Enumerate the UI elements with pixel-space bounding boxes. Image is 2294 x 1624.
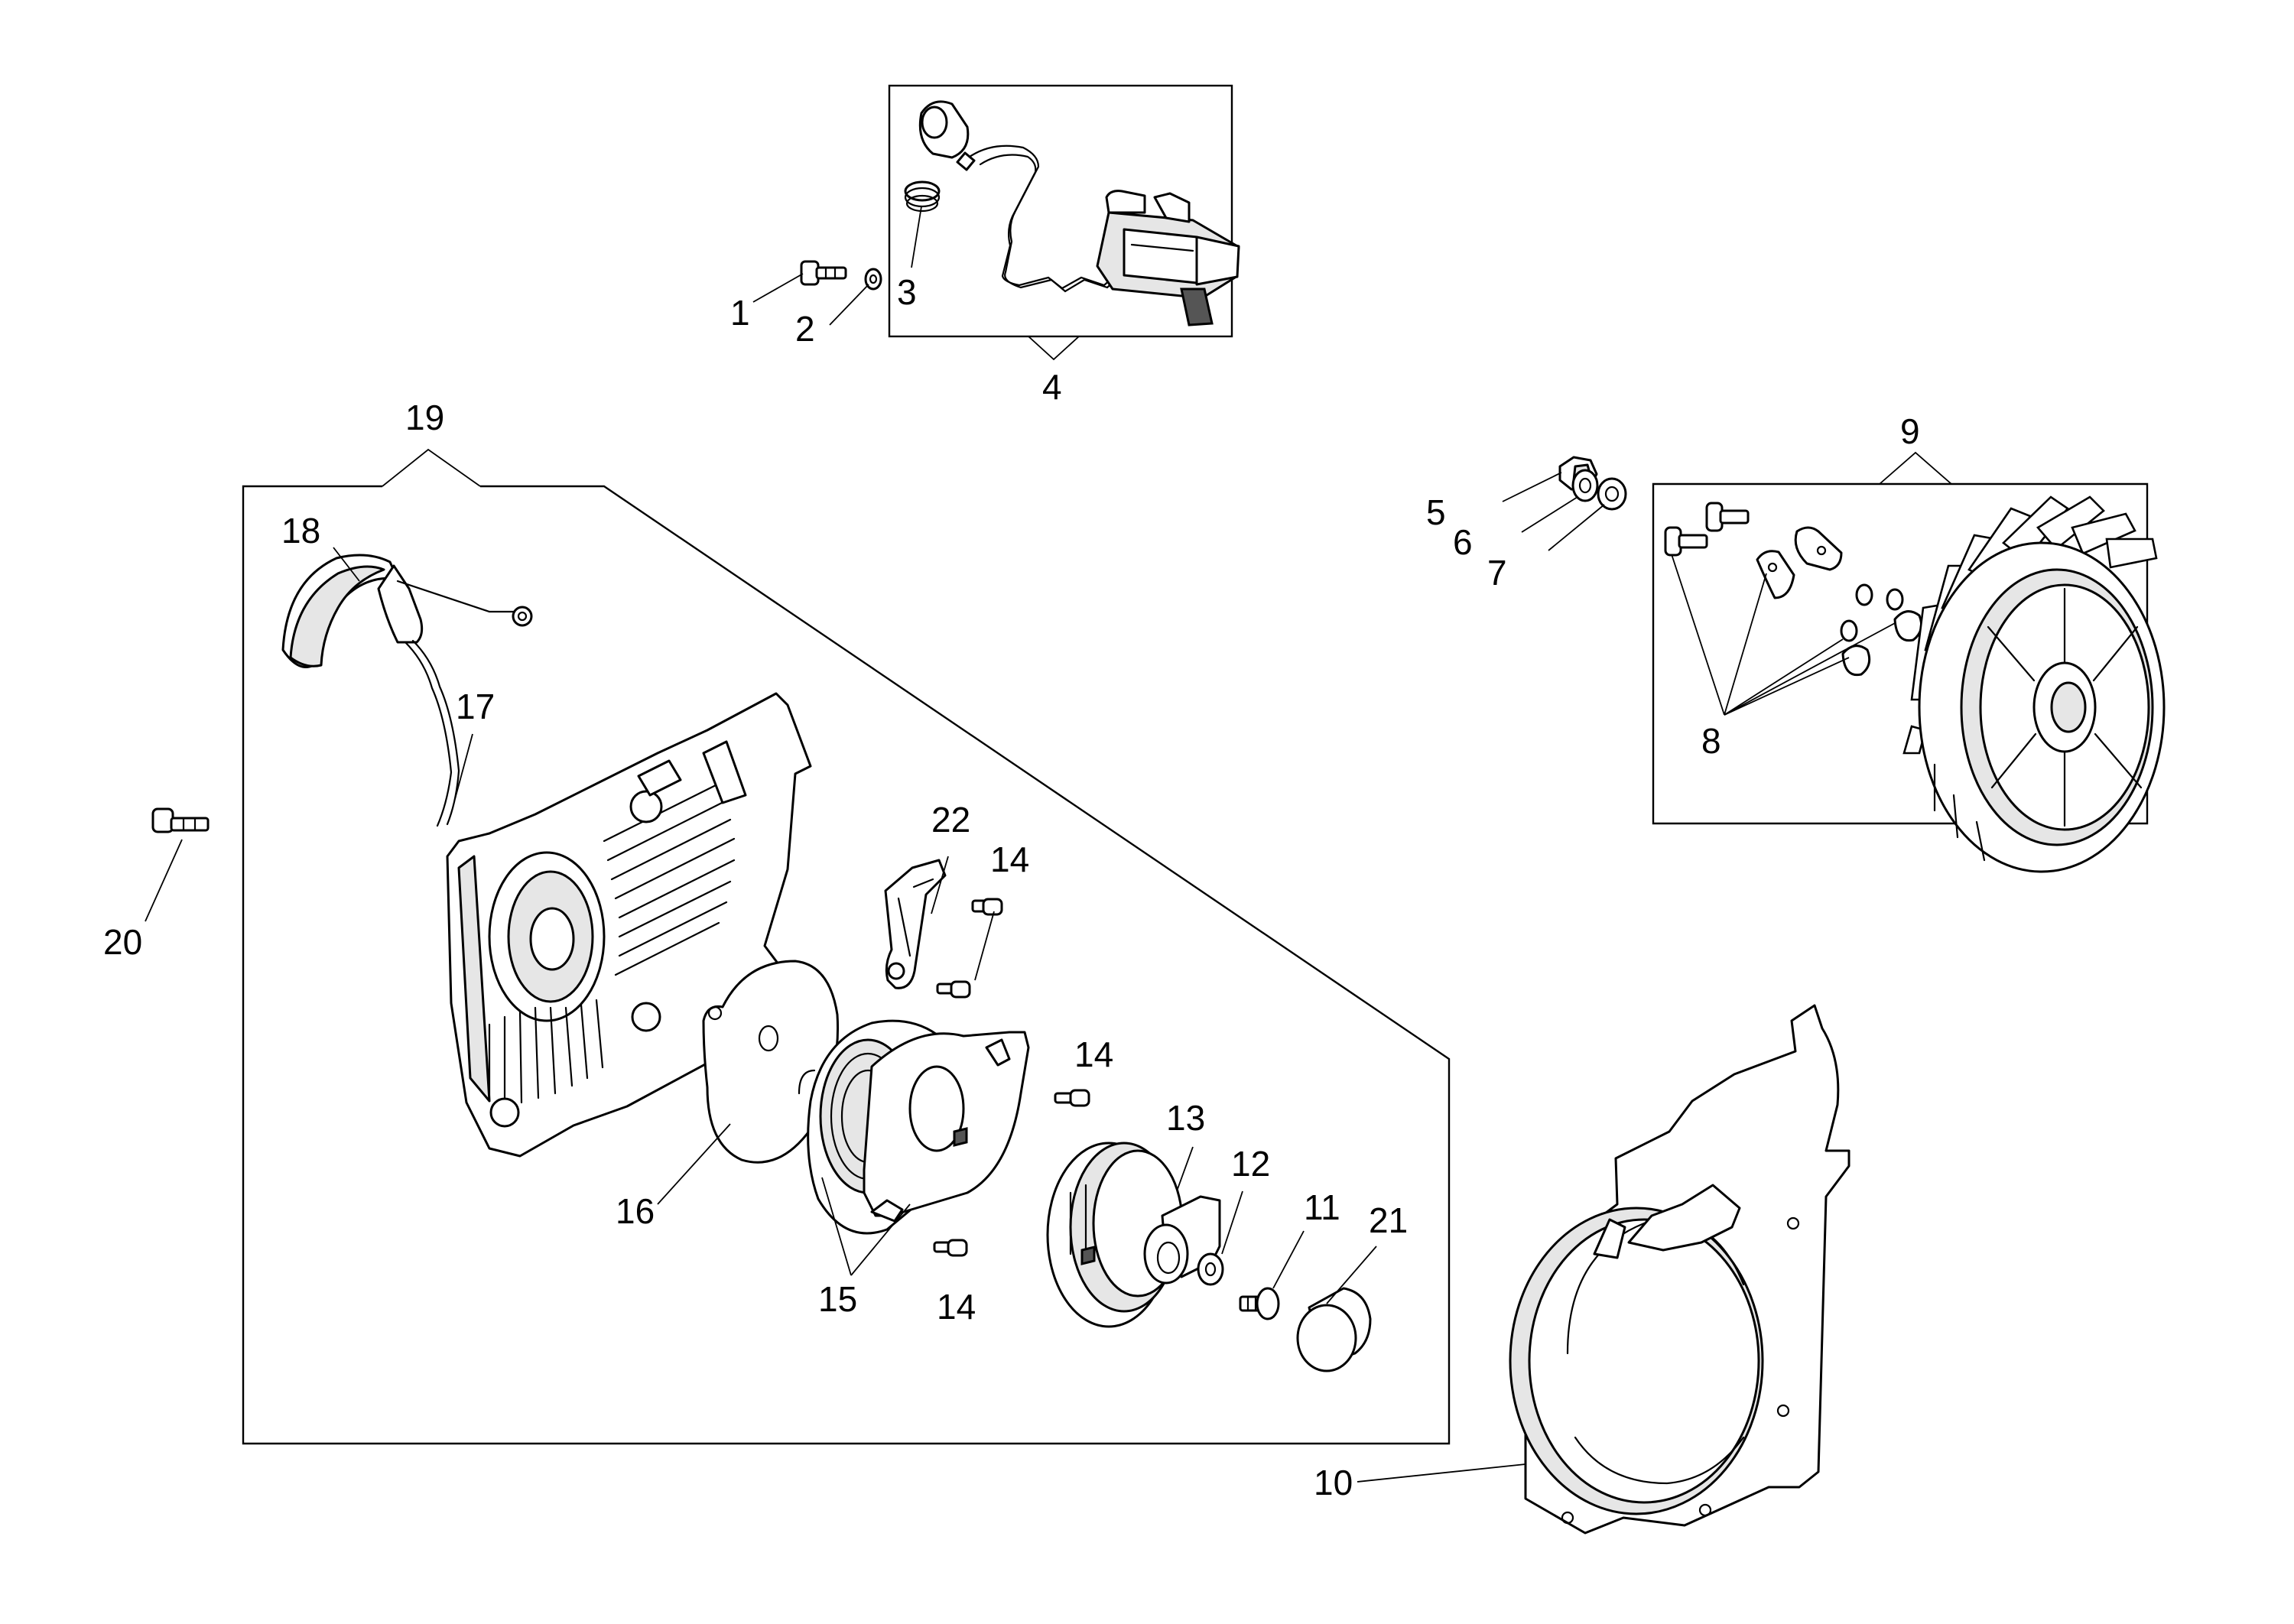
part-20-screw — [151, 807, 210, 833]
callout-13: 13 — [1166, 1098, 1205, 1138]
flywheel-icon — [1902, 495, 2166, 873]
part-14-screw-a — [971, 898, 1003, 916]
group-box-9 — [1652, 451, 2149, 825]
callout-22: 22 — [931, 800, 970, 840]
callout-2: 2 — [795, 309, 815, 349]
group-box-4 — [888, 84, 1233, 361]
callout-19: 19 — [405, 398, 444, 437]
callout-21: 21 — [1369, 1200, 1408, 1240]
part-18-starter-handle — [281, 554, 533, 827]
part-13-pulley — [1046, 1142, 1221, 1328]
callout-1: 1 — [730, 293, 750, 333]
fan-housing-icon — [1509, 1004, 1850, 1535]
callout-16: 16 — [616, 1191, 655, 1231]
callout-8: 8 — [1701, 721, 1721, 761]
callout-14-c: 14 — [937, 1287, 976, 1327]
part-2-washer — [864, 268, 882, 291]
callout-14-b: 14 — [1074, 1034, 1113, 1074]
ignition-coil-icon — [918, 100, 1240, 326]
part-22-guide — [884, 859, 947, 989]
callout-labels: 1 2 3 4 5 6 7 8 9 10 11 12 13 14 14 14 1… — [103, 272, 1920, 1502]
callout-5: 5 — [1426, 492, 1446, 532]
callout-20: 20 — [103, 922, 142, 962]
callout-6: 6 — [1453, 522, 1473, 562]
part-3-spring — [904, 180, 941, 213]
callout-7: 7 — [1487, 553, 1507, 593]
part-6-washer — [1571, 469, 1599, 502]
part-21-cap — [1296, 1287, 1372, 1372]
callout-9: 9 — [1900, 411, 1920, 451]
part-1-screw — [800, 260, 847, 286]
part-7-washer — [1597, 477, 1627, 511]
callout-12: 12 — [1231, 1144, 1270, 1184]
callout-17: 17 — [456, 687, 495, 726]
callout-3: 3 — [897, 272, 917, 312]
callout-18: 18 — [281, 511, 320, 551]
part-11-screw — [1239, 1287, 1280, 1320]
starter-fins-lower — [488, 999, 604, 1106]
callout-4: 4 — [1042, 367, 1062, 407]
part-14-screw-c — [1054, 1089, 1090, 1107]
callout-15: 15 — [818, 1279, 857, 1319]
callout-11: 11 — [1304, 1187, 1340, 1227]
part-14-screw-b — [936, 980, 971, 999]
part-8-pawl-kit — [1664, 502, 1923, 677]
part-12-washer — [1197, 1252, 1224, 1286]
leader-lines — [145, 206, 1896, 1483]
callout-14-a: 14 — [990, 840, 1029, 879]
part-15-spring-cassette — [798, 1019, 1030, 1235]
part-14-screw-d — [933, 1239, 968, 1257]
callout-10: 10 — [1314, 1463, 1353, 1502]
group-box-19 — [242, 448, 1451, 1445]
